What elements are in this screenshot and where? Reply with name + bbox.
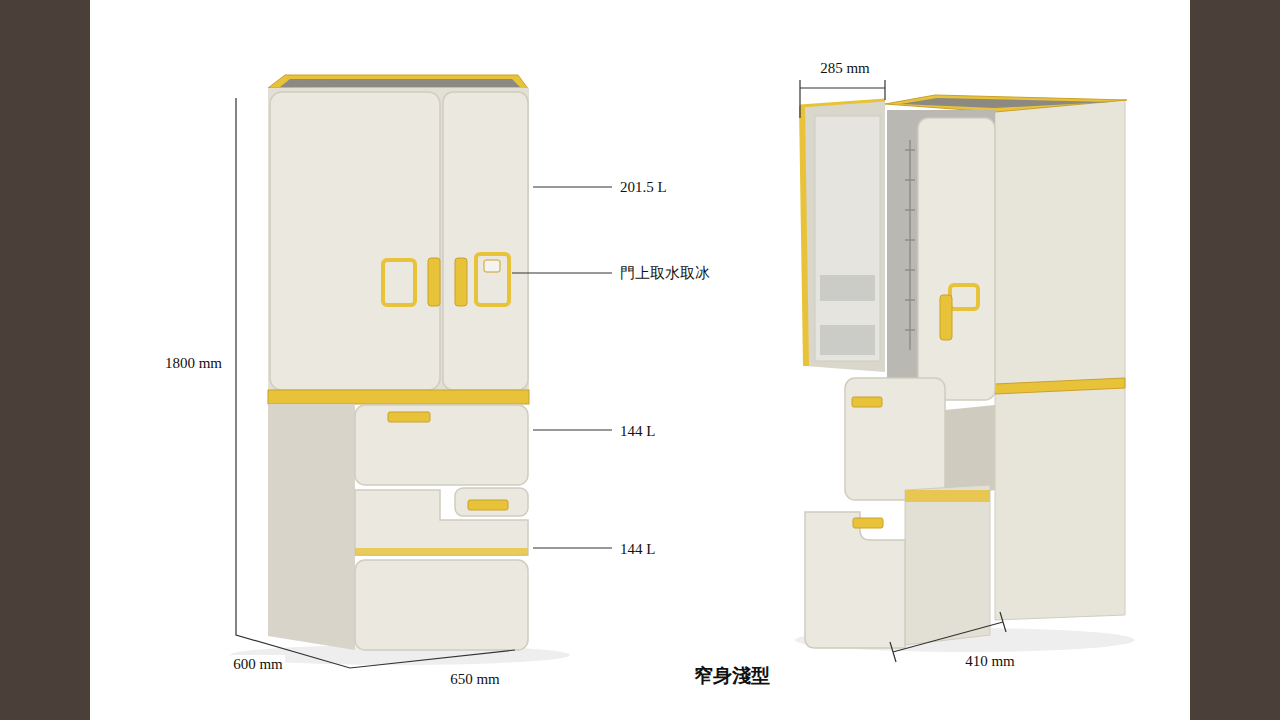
dimension-label: 600 mm bbox=[231, 655, 285, 673]
dimension-label: 285 mm bbox=[818, 59, 872, 77]
capacity-label: 201.5 L bbox=[618, 178, 669, 196]
capacity-label: 144 L bbox=[618, 422, 657, 440]
side-bar bbox=[1190, 0, 1280, 720]
caption: 窄身淺型 bbox=[692, 665, 772, 687]
side-bar bbox=[0, 0, 90, 720]
dimension-label: 650 mm bbox=[448, 670, 502, 688]
background bbox=[90, 0, 1190, 720]
dimension-label: 410 mm bbox=[963, 652, 1017, 670]
dimension-lines bbox=[800, 80, 1006, 662]
open-view bbox=[795, 95, 1135, 652]
capacity-label: 144 L bbox=[618, 540, 657, 558]
front-view bbox=[230, 75, 570, 665]
feature-label: 門上取水取冰 bbox=[618, 264, 712, 282]
dimension-label: 1800 mm bbox=[163, 354, 224, 372]
dimension-lines bbox=[236, 98, 612, 668]
